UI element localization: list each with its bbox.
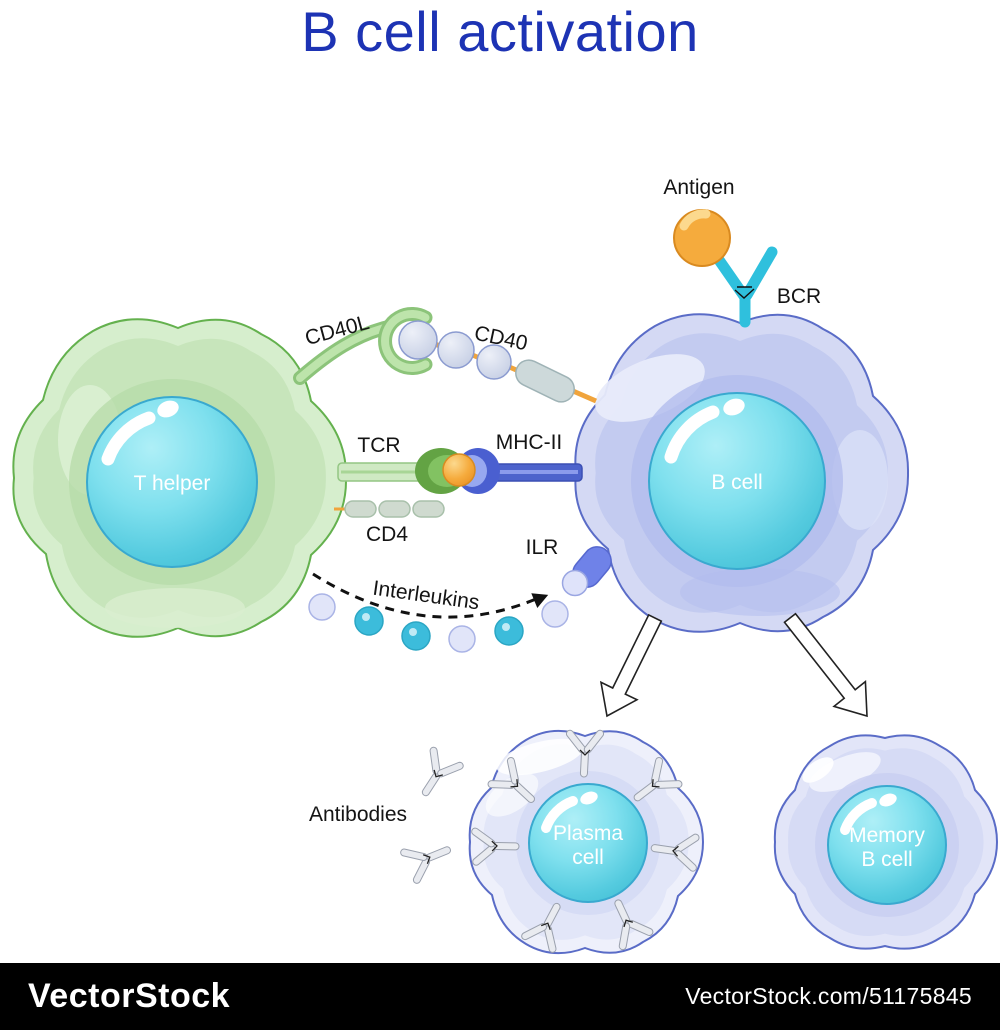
antibodies-label: Antibodies (309, 803, 407, 826)
nucleus-gloss (664, 405, 720, 464)
antigen (673, 209, 731, 267)
interleukin-ball-cyan (401, 621, 431, 651)
plasma-highlight (485, 773, 539, 817)
antigen-label: Antigen (663, 176, 734, 199)
tcr-mhc2-complex (337, 448, 583, 494)
interleukin-ball-cyan (354, 606, 384, 636)
interleukin-gloss (362, 613, 370, 621)
vectorstock-image-url: VectorStock.com/51175845 (685, 983, 972, 1009)
interleukin-ball-light (448, 625, 476, 653)
cd40-domain-ball (476, 344, 512, 380)
interleukin-ball-light (308, 593, 336, 621)
cd40-link (572, 388, 597, 404)
page-title: B cell activation (301, 0, 699, 63)
plasma-highlight (496, 738, 584, 776)
antibody-icon (396, 829, 459, 888)
plasma-cell-label-line1: Plasma (553, 822, 623, 845)
arrow-to-memory-cell (783, 612, 868, 718)
bcr-label: BCR (777, 285, 821, 308)
cd40-domain-ball (437, 331, 475, 369)
tcr-label: TCR (357, 434, 400, 457)
memory-b-cell: Memory B cell (773, 734, 999, 950)
plasma-cell-label-line2: cell (572, 846, 604, 869)
interleukin-gloss (409, 628, 417, 636)
mhc2-label: MHC-II (496, 431, 563, 454)
cd40-capsule (515, 359, 575, 403)
t-helper-label: T helper (134, 472, 211, 495)
plasma-cell: Plasma cell (468, 728, 705, 957)
t-helper-highlight (105, 588, 245, 628)
cd40l-receptor (293, 307, 433, 385)
ilr-bound-ball (561, 569, 589, 597)
bcr-right-arm (741, 246, 778, 301)
ilr-receptor (561, 546, 612, 597)
interleukin-dashed-path (312, 572, 537, 619)
cd40-receptor (398, 320, 597, 404)
cd4-capsule (412, 500, 445, 518)
nucleus-gloss (840, 798, 877, 835)
interleukin-gloss (502, 623, 510, 631)
interleukin-arrowhead (531, 593, 549, 608)
cd4-receptor (334, 500, 445, 518)
cd40l-arm (296, 323, 392, 382)
b-cell: B cell (574, 313, 910, 633)
t-helper-nucleus (86, 396, 258, 568)
antibody-icon (406, 743, 468, 807)
arrow-to-plasma-cell (599, 613, 663, 718)
interleukin-molecules (308, 593, 569, 653)
watermark-bar: VectorStock VectorStock.com/51175845 (0, 963, 1000, 1030)
bcr-receptor (713, 246, 778, 328)
cd4-capsule (344, 500, 377, 518)
nucleus-gloss-dot (157, 400, 179, 418)
antigen-gloss (679, 209, 711, 231)
interleukin-ball-light (541, 600, 569, 628)
nucleus-gloss-dot (580, 791, 598, 805)
nucleus-gloss (541, 796, 578, 833)
peptide-ball (442, 453, 476, 487)
nucleus-gloss-dot (879, 793, 897, 807)
t-helper-cell: T helper (12, 318, 348, 638)
cd40l-cup (381, 310, 430, 372)
b-cell-nucleus (648, 392, 826, 570)
interleukin-ball-cyan (494, 616, 524, 646)
memory-cell-label-line1: Memory (849, 824, 925, 847)
ilr-label: ILR (526, 536, 559, 559)
memory-cell-label-line2: B cell (861, 848, 912, 871)
memory-highlight (809, 752, 881, 792)
nucleus-gloss-dot (723, 398, 745, 416)
cd4-capsule (378, 500, 411, 518)
cd4-label: CD4 (366, 523, 408, 546)
interleukin-arrow (312, 572, 549, 619)
memory-highlight (802, 757, 834, 783)
cd40-domain-ball (398, 320, 438, 360)
b-cell-label: B cell (711, 471, 762, 494)
b-cell-activation-diagram: T helper B cell Antigen BCR (12, 176, 999, 957)
bcr-hinge-mark (734, 286, 755, 299)
nucleus-gloss (101, 411, 156, 466)
vectorstock-logo: VectorStock (28, 977, 231, 1015)
bcr-left-arm (713, 254, 750, 302)
b-cell-highlight (832, 430, 888, 530)
